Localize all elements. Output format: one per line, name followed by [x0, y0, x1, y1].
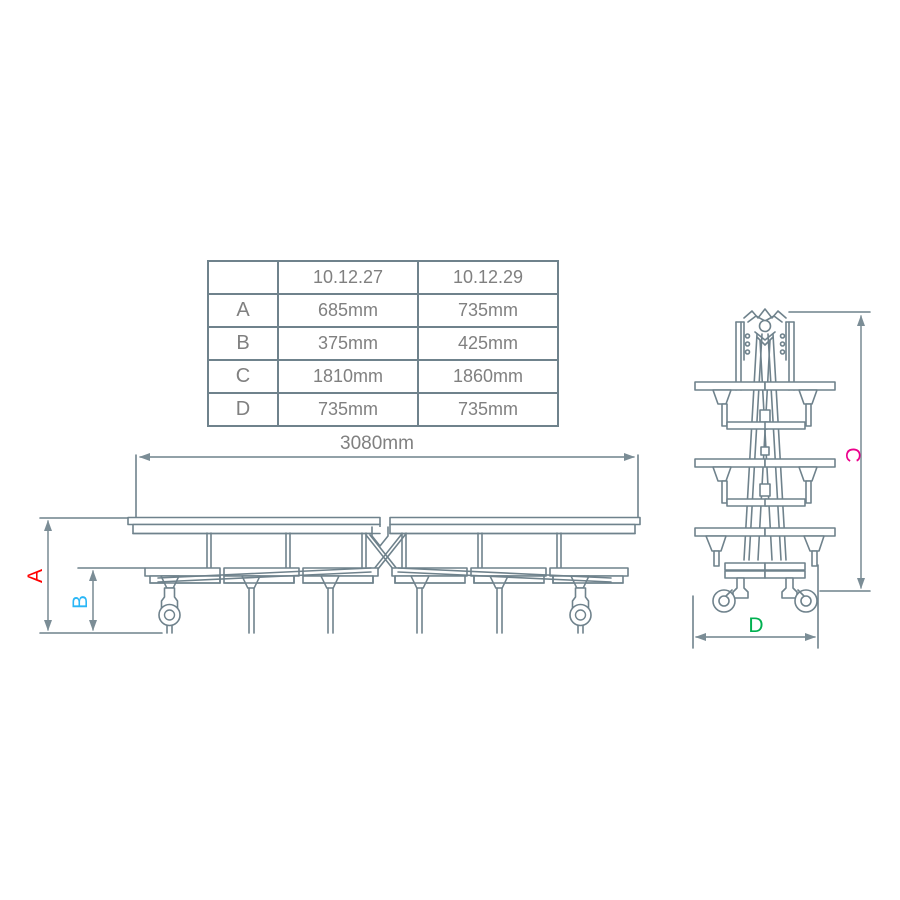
- dimension-seat-height-b: [77, 567, 146, 631]
- table-header-row: 10.12.27 10.12.29: [207, 260, 559, 295]
- table-row-b: B 375mm 425mm: [207, 326, 559, 361]
- cell-b-model-2: 425mm: [417, 326, 559, 361]
- dimension-label-overall-length: 3080mm: [340, 433, 414, 454]
- cell-b-model-1: 375mm: [277, 326, 419, 361]
- column-header-model-2: 10.12.29: [417, 260, 559, 295]
- table-corner-cell: [207, 260, 279, 295]
- column-header-model-1: 10.12.27: [277, 260, 419, 295]
- dimension-folded-width-d: [692, 564, 819, 649]
- table-row-c: C 1810mm 1860mm: [207, 359, 559, 394]
- dimension-height-a: [39, 517, 163, 634]
- dimension-label-a: A: [24, 569, 47, 584]
- row-label-b: B: [207, 326, 279, 361]
- row-label-c: C: [207, 359, 279, 394]
- row-label-d: D: [207, 392, 279, 427]
- dimension-folded-height-c: [788, 311, 871, 592]
- table-row-d: D 735mm 735mm: [207, 392, 559, 427]
- cell-a-model-1: 685mm: [277, 293, 419, 328]
- dimension-label-c: C: [841, 447, 864, 463]
- dimension-overall-length: [135, 453, 639, 518]
- cell-c-model-1: 1810mm: [277, 359, 419, 394]
- cell-d-model-1: 735mm: [277, 392, 419, 427]
- side-elevation-open: [127, 516, 641, 634]
- row-label-a: A: [207, 293, 279, 328]
- cell-d-model-2: 735mm: [417, 392, 559, 427]
- end-elevation-folded: [694, 308, 836, 613]
- table-row-a: A 685mm 735mm: [207, 293, 559, 328]
- dimension-label-b: B: [69, 595, 92, 610]
- cell-c-model-2: 1860mm: [417, 359, 559, 394]
- dimension-label-d: D: [748, 614, 764, 637]
- specification-table: 10.12.27 10.12.29 A 685mm 735mm B 375mm …: [207, 260, 559, 427]
- cell-a-model-2: 735mm: [417, 293, 559, 328]
